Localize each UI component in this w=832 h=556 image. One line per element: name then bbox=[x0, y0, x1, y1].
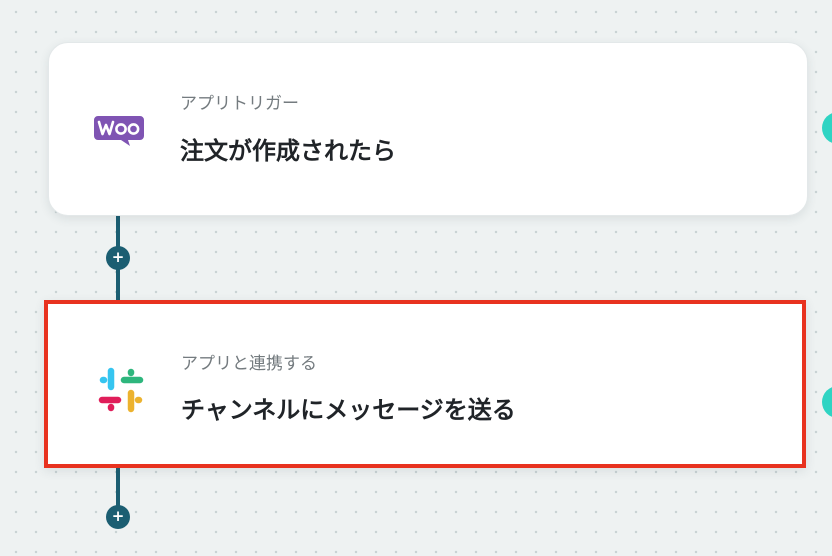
next-node-handle[interactable] bbox=[822, 112, 832, 144]
step-type-label: アプリトリガー bbox=[180, 94, 299, 114]
add-step-button[interactable]: + bbox=[106, 505, 130, 529]
trigger-step-card[interactable]: アプリトリガー 注文が作成されたら bbox=[48, 42, 808, 216]
step-title: 注文が作成されたら bbox=[180, 137, 396, 165]
action-step-card[interactable]: アプリと連携する チャンネルにメッセージを送る bbox=[44, 300, 806, 468]
plus-icon: + bbox=[111, 248, 125, 266]
plus-icon: + bbox=[111, 507, 125, 525]
next-node-handle[interactable] bbox=[822, 386, 832, 418]
flow-connector-bottom bbox=[116, 468, 120, 524]
woocommerce-icon bbox=[94, 116, 144, 146]
step-title: チャンネルにメッセージを送る bbox=[181, 396, 516, 424]
add-step-button[interactable]: + bbox=[106, 246, 130, 270]
slack-icon bbox=[98, 367, 144, 413]
step-type-label: アプリと連携する bbox=[181, 354, 317, 374]
